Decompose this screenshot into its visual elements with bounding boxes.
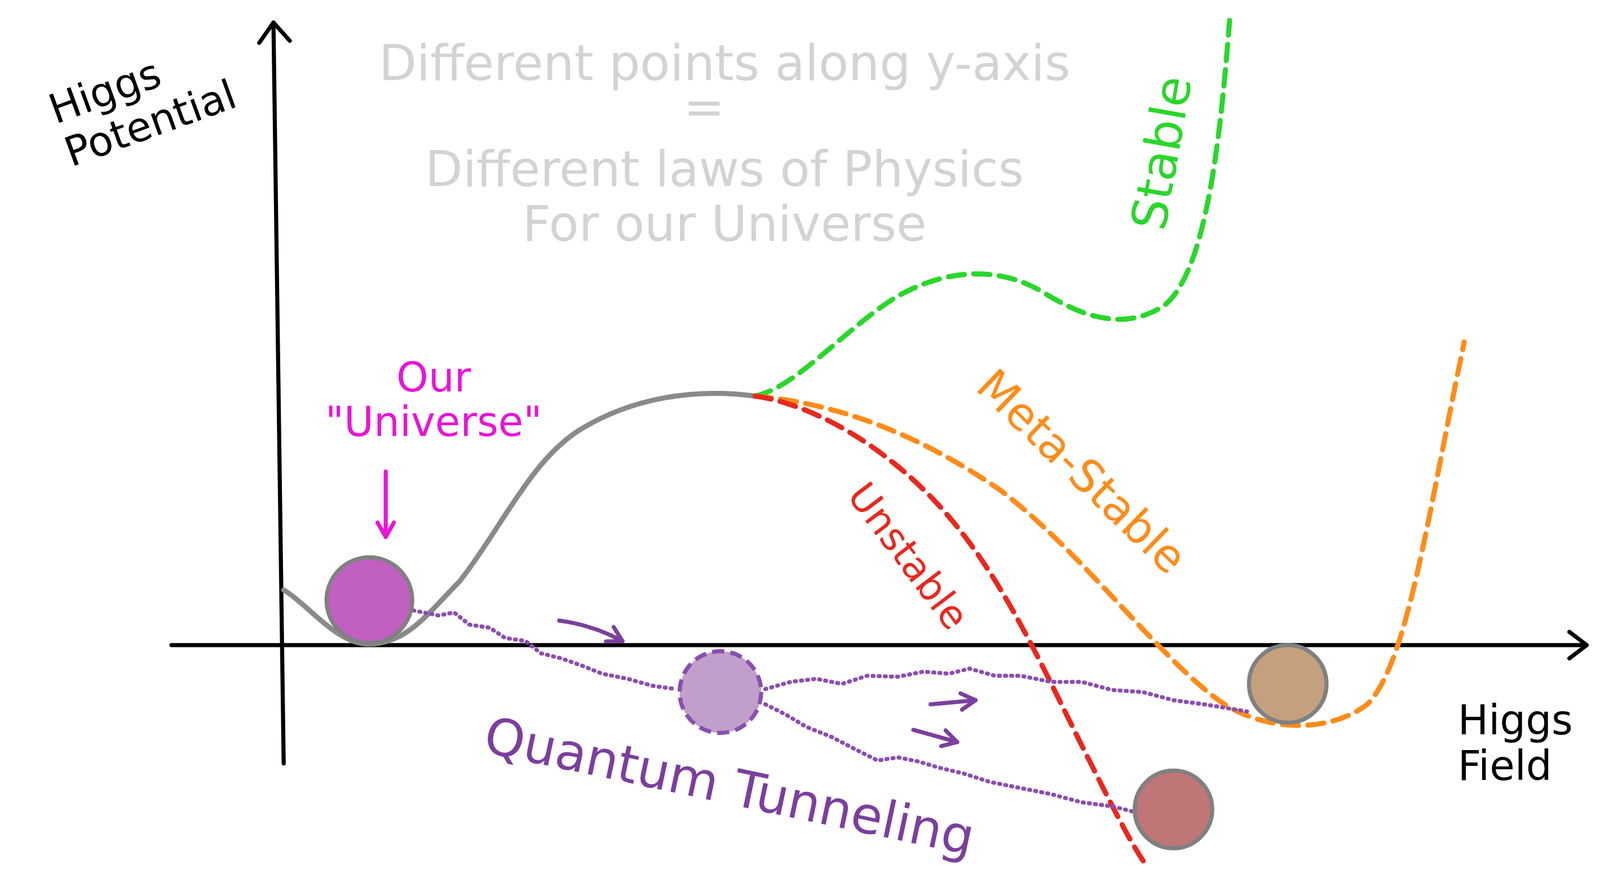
y-axis bbox=[273, 24, 284, 763]
curve-label: Stable bbox=[1120, 72, 1202, 235]
tunneling-ball bbox=[679, 651, 762, 733]
metastable-ball bbox=[1248, 644, 1327, 723]
universe-ball bbox=[326, 557, 413, 643]
unstable-ball bbox=[1134, 770, 1213, 848]
pointer-label: Our "Universe" bbox=[325, 355, 543, 445]
curve-label: Meta-Stable bbox=[966, 359, 1196, 584]
note-equals: = bbox=[683, 82, 725, 132]
pointer-arrow bbox=[383, 471, 388, 537]
tunneling-arrow bbox=[930, 700, 976, 705]
axis-title: Higgs Field bbox=[1457, 697, 1573, 789]
metastable-curve bbox=[754, 341, 1465, 726]
x-axis-head bbox=[1569, 631, 1588, 658]
tunneling-arrow bbox=[913, 729, 958, 742]
curve-label: Unstable bbox=[839, 474, 978, 638]
tunneling-arrow bbox=[559, 620, 623, 641]
tunneling-path bbox=[765, 668, 1247, 711]
axes bbox=[171, 22, 1587, 764]
y-axis-head bbox=[259, 22, 290, 43]
axis-title: Higgs Potential bbox=[43, 28, 243, 176]
note-text: Different laws of Physics For our Univer… bbox=[400, 140, 1049, 251]
process-label: Quantum Tunneling bbox=[479, 705, 980, 866]
tunneling-path bbox=[413, 610, 676, 689]
